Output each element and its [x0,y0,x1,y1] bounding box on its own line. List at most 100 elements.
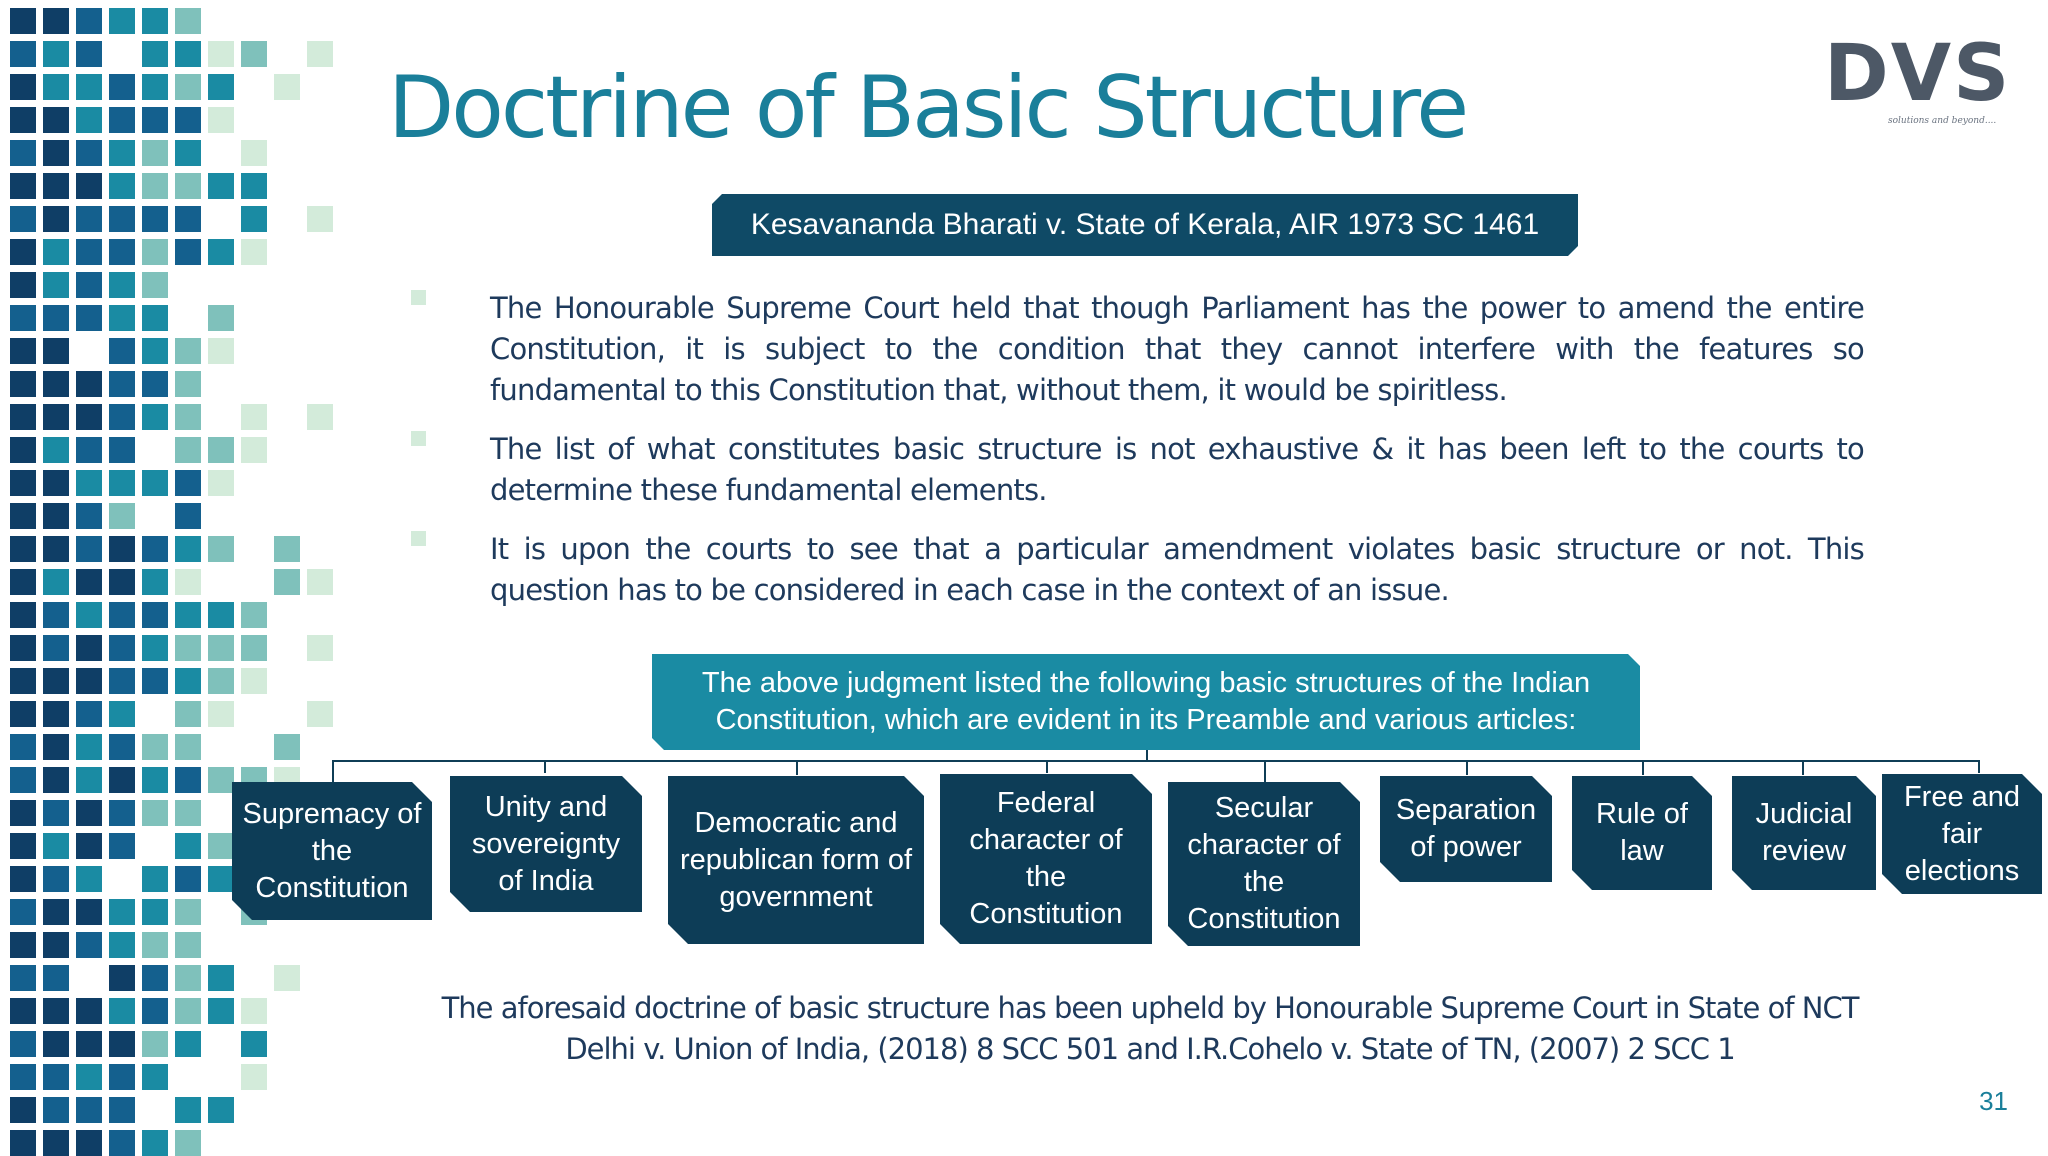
dvs-logo: DVS solutions and beyond.... [1824,34,2010,134]
mosaic-square [175,41,201,67]
mosaic-square [76,437,102,463]
mosaic-square [175,173,201,199]
mosaic-square [10,470,36,496]
mosaic-square [76,932,102,958]
mosaic-square [142,1130,168,1156]
structure-label: Federal character of the Constitution [969,787,1123,930]
mosaic-square [43,833,69,859]
mosaic-square [43,437,69,463]
mosaic-square [175,404,201,430]
mosaic-square [175,140,201,166]
mosaic-square [175,734,201,760]
structure-secular: Secular character of the Constitution [1168,782,1360,946]
mosaic-square [241,41,267,67]
mosaic-square [142,1031,168,1057]
mosaic-square [109,635,135,661]
mosaic-square [109,140,135,166]
mosaic-square [10,866,36,892]
mosaic-square [142,371,168,397]
mosaic-square [241,437,267,463]
mosaic-square [76,74,102,100]
mosaic-square [109,1064,135,1090]
mosaic-square [142,998,168,1024]
mosaic-square [175,74,201,100]
mosaic-square [208,866,234,892]
mosaic-square [175,1031,201,1057]
mosaic-square [10,602,36,628]
mosaic-square [175,107,201,133]
mosaic-square [175,206,201,232]
mosaic-square [175,932,201,958]
mosaic-square [76,1064,102,1090]
mosaic-square [43,338,69,364]
mosaic-square [241,602,267,628]
mosaic-square [43,866,69,892]
mosaic-square [10,767,36,793]
mosaic-square [109,173,135,199]
mosaic-square [10,74,36,100]
judgment-summary-text: The above judgment listed the following … [701,667,1591,736]
mosaic-square [208,305,234,331]
mosaic-square [307,206,333,232]
bullet-item: The list of what constitutes basic struc… [408,429,1865,511]
mosaic-square [175,569,201,595]
mosaic-square [43,206,69,232]
connector-drop [1978,761,1980,773]
mosaic-square [175,833,201,859]
page-title: Doctrine of Basic Structure [388,58,1469,158]
mosaic-square [208,701,234,727]
mosaic-square [241,206,267,232]
structure-label: Secular character of the Constitution [1187,792,1341,935]
decorative-mosaic [0,0,340,1156]
mosaic-square [10,107,36,133]
mosaic-square [10,800,36,826]
mosaic-square [142,965,168,991]
mosaic-square [142,800,168,826]
mosaic-square [109,1097,135,1123]
judgment-summary-box: The above judgment listed the following … [652,654,1640,750]
mosaic-square [142,74,168,100]
mosaic-square [76,536,102,562]
mosaic-square [109,701,135,727]
mosaic-square [76,1031,102,1057]
mosaic-square [10,338,36,364]
mosaic-square [175,602,201,628]
structure-federal: Federal character of the Constitution [940,774,1152,944]
mosaic-square [142,635,168,661]
mosaic-square [76,107,102,133]
mosaic-square [76,41,102,67]
bullet-item: It is upon the courts to see that a part… [408,529,1865,611]
mosaic-square [109,305,135,331]
footer-citation: The aforesaid doctrine of basic structur… [441,991,1860,1066]
mosaic-square [76,833,102,859]
mosaic-square [208,668,234,694]
structure-label: Unity and sovereignty of India [471,790,621,897]
mosaic-square [43,470,69,496]
mosaic-square [208,338,234,364]
mosaic-square [10,41,36,67]
mosaic-square [76,899,102,925]
mosaic-square [76,404,102,430]
mosaic-square [109,833,135,859]
mosaic-square [175,800,201,826]
page-number: 31 [1979,1086,2008,1116]
bullet-item: The Honourable Supreme Court held that t… [408,288,1865,411]
mosaic-square [109,272,135,298]
structure-unity-sovereignty: Unity and sovereignty of India [450,776,642,912]
mosaic-square [175,998,201,1024]
mosaic-square [43,569,69,595]
mosaic-square [142,569,168,595]
mosaic-square [76,8,102,34]
mosaic-square [109,767,135,793]
connector-drop [1046,761,1048,773]
mosaic-square [142,866,168,892]
mosaic-square [142,272,168,298]
mosaic-square [109,371,135,397]
mosaic-square [43,404,69,430]
mosaic-square [175,536,201,562]
mosaic-square [142,173,168,199]
mosaic-square [175,767,201,793]
mosaic-square [109,602,135,628]
mosaic-square [109,470,135,496]
square-bullet-icon [411,290,426,305]
